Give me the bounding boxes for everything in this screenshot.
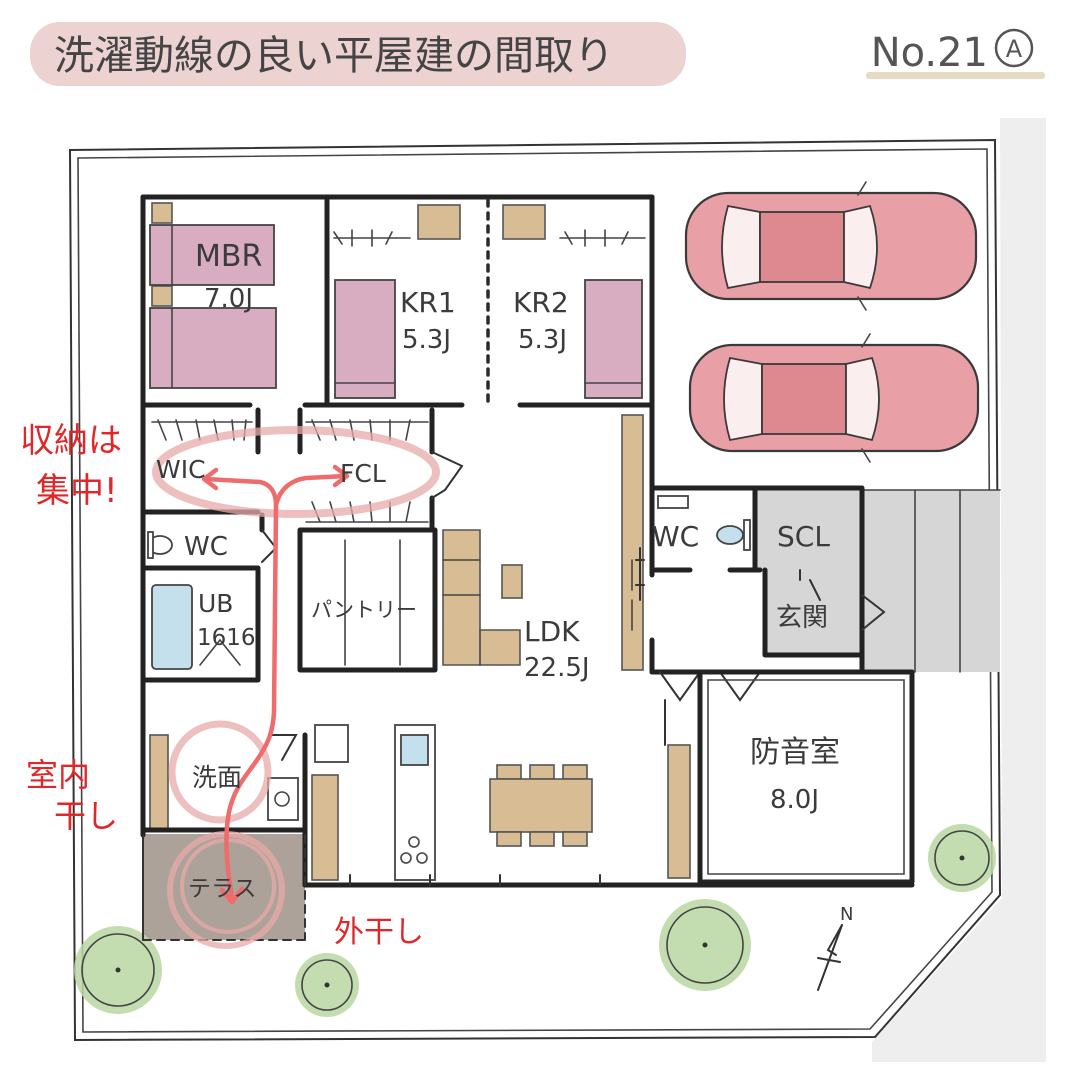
wc-right-name: WC: [652, 520, 699, 553]
closet-marks: [333, 229, 411, 247]
desk: [417, 204, 461, 240]
wic-name: WIC: [156, 455, 206, 484]
mbr-size: 7.0J: [204, 284, 253, 314]
ldk-name: LDK: [524, 615, 580, 648]
toilet-tank-right: [743, 519, 751, 551]
cupboard: [311, 774, 339, 881]
ub-size: 1616: [197, 625, 256, 651]
porch-lines: [861, 489, 1001, 673]
room-labels: MBR 7.0J KR1 5.3J KR2 5.3J WIC FCL WC UB…: [156, 239, 840, 902]
scl-name: SCL: [777, 520, 830, 553]
tree-right-bottom: [659, 899, 751, 991]
indoor-drying-line2: 干し: [54, 797, 118, 835]
bed: [584, 279, 643, 399]
wall-storage-strip: [667, 744, 691, 879]
porch-floor: [862, 490, 1000, 672]
annotations: 収納は 集中! 室内 干し 外干し: [20, 421, 424, 950]
bed: [149, 224, 275, 286]
scl-floor: [757, 490, 861, 570]
dining-chair: [496, 764, 522, 780]
variant-letter: A: [1006, 35, 1023, 63]
coffee-table: [501, 564, 523, 599]
senmen-highlight-ring: [168, 720, 272, 824]
nightstand: [151, 202, 173, 224]
dining-chair: [529, 764, 555, 780]
genkan-name: 玄関: [776, 603, 828, 633]
bathtub: [151, 584, 193, 670]
toilet-tank-left: [147, 531, 154, 559]
senmen-name: 洗面: [192, 763, 242, 792]
closet-marks: [559, 229, 646, 247]
kitchen-sink: [400, 734, 429, 766]
sofa: [442, 529, 521, 666]
washing-machine-strip: [149, 734, 169, 830]
car-lower: [688, 333, 980, 463]
page-title: 洗濯動線の良い平屋建の間取り: [54, 33, 614, 79]
dining-table: [489, 778, 593, 833]
bed: [334, 279, 396, 399]
outside-shading: [872, 118, 1046, 1062]
dining-chair: [562, 831, 588, 847]
fcl-name: FCL: [340, 459, 386, 488]
refrigerator: [314, 724, 349, 763]
dining-chair: [496, 831, 522, 847]
tree-mid: [295, 953, 359, 1017]
soundproof-name: 防音室: [750, 735, 840, 770]
header: 洗濯動線の良い平屋建の間取り No.21 A: [30, 22, 1045, 86]
north-arrow: N: [817, 904, 853, 991]
soundproof-size: 8.0J: [770, 785, 819, 815]
toilet-right: [716, 525, 744, 545]
desk: [502, 204, 546, 240]
storage-highlight-ring: [152, 426, 440, 518]
wic-rod-marks: [151, 419, 253, 441]
kitchen-counter: [394, 724, 436, 881]
header-underline: [866, 72, 1045, 79]
title-pill: [30, 22, 686, 86]
car-upper: [684, 181, 978, 311]
wash-basin: [267, 777, 299, 821]
basin-bowl: [274, 791, 290, 807]
plan-number: No.21: [871, 30, 988, 76]
kr2-size: 5.3J: [518, 325, 567, 355]
terrace-name: テラス: [188, 876, 257, 902]
variant-circle: [994, 28, 1034, 68]
site-boundary: [68, 138, 1002, 1042]
tree-right: [928, 824, 996, 892]
walls: [140, 194, 915, 941]
cooktop-burner: [416, 852, 428, 864]
outdoor-drying-note: 外干し: [334, 915, 424, 950]
indoor-drying-line1: 室内: [26, 756, 90, 794]
dining-chair: [529, 831, 555, 847]
ldk-size: 22.5J: [524, 653, 590, 683]
kr2-furniture: [502, 204, 646, 399]
kr1-furniture: [333, 204, 461, 399]
cooktop-burner: [400, 852, 412, 864]
wc-left-name: WC: [184, 532, 228, 562]
kr2-name: KR2: [513, 286, 569, 319]
dining-set: [489, 764, 593, 847]
kr1-size: 5.3J: [402, 325, 451, 355]
hand-sink: [657, 495, 689, 509]
north-label: N: [840, 904, 853, 925]
nightstand: [151, 285, 173, 307]
storage-note-line2: 集中!: [36, 471, 118, 511]
ub-name: UB: [198, 589, 233, 618]
pantry-shelves: [344, 539, 401, 666]
bath-door: [199, 638, 241, 666]
cooktop-burner: [408, 836, 420, 848]
tv-board: [621, 414, 644, 671]
mbr-name: MBR: [195, 239, 262, 274]
bed: [149, 307, 277, 389]
laundry-route-arrow: [201, 464, 350, 905]
tree-left: [74, 926, 162, 1014]
mbr-furniture: [149, 202, 277, 389]
pantry-name: パントリー: [311, 598, 417, 622]
dining-chair: [562, 764, 588, 780]
kr1-name: KR1: [400, 286, 456, 319]
storage-note-line1: 収納は: [20, 421, 122, 461]
